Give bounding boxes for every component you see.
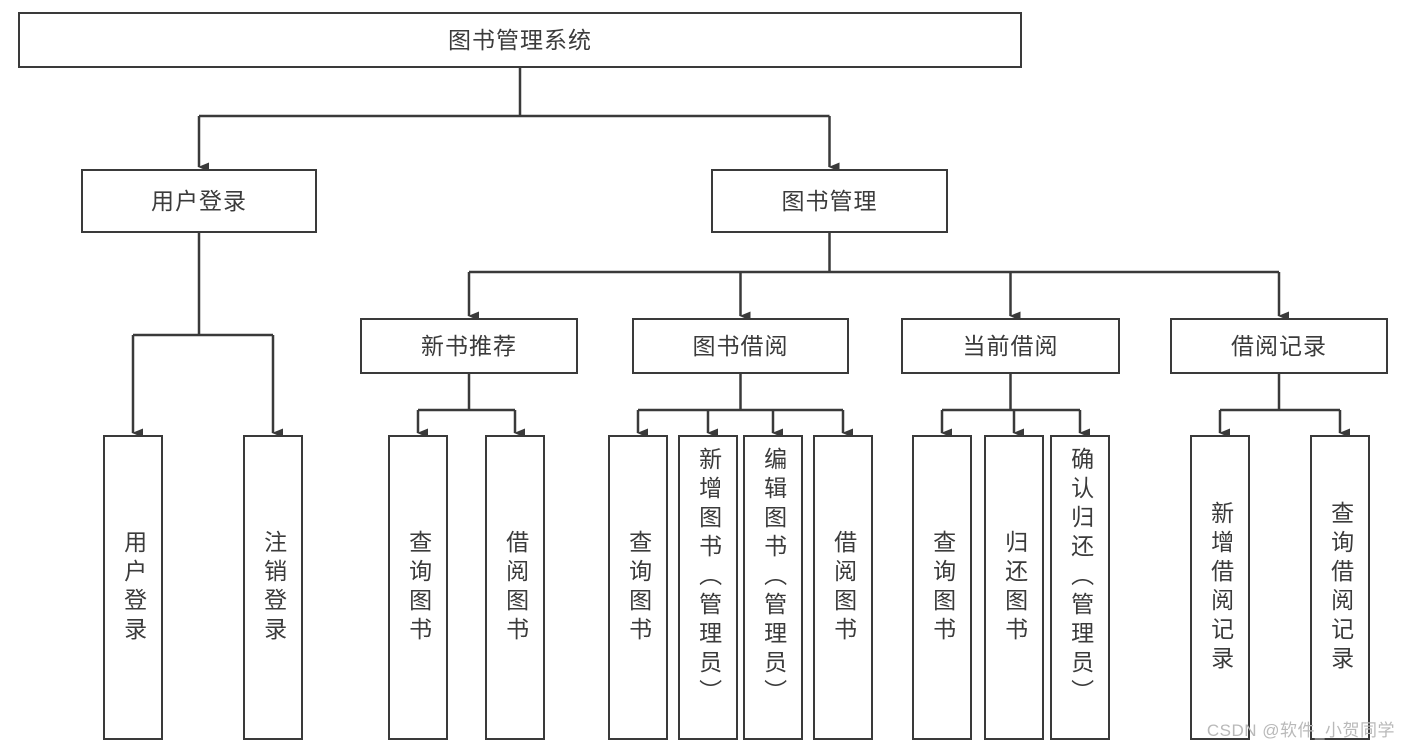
node-leaf[interactable]: 查询图书 — [608, 435, 668, 740]
node-leaf[interactable]: 查询图书 — [912, 435, 972, 740]
node-leaf-label: 借阅图书 — [502, 529, 529, 646]
node-leaf-label: 查询借阅记录 — [1327, 500, 1354, 675]
node-level2-book-management[interactable]: 图书管理 — [711, 169, 948, 233]
node-level2-user-login[interactable]: 用户登录 — [81, 169, 317, 233]
node-root[interactable]: 图书管理系统 — [18, 12, 1022, 68]
node-leaf[interactable]: 新增图书（管理员） — [678, 435, 738, 740]
node-leaf-label: 编辑图书（管理员） — [760, 447, 787, 708]
node-level2-user-login-label: 用户登录 — [151, 187, 247, 214]
node-leaf[interactable]: 确认归还（管理员） — [1050, 435, 1110, 740]
node-leaf[interactable]: 新增借阅记录 — [1190, 435, 1250, 740]
node-leaf[interactable]: 查询图书 — [388, 435, 448, 740]
node-level3-new-book-recommend-label: 新书推荐 — [421, 332, 517, 359]
node-leaf[interactable]: 编辑图书（管理员） — [743, 435, 803, 740]
node-leaf-label: 查询图书 — [625, 529, 652, 646]
node-level3-new-book-recommend[interactable]: 新书推荐 — [360, 318, 578, 374]
node-leaf[interactable]: 借阅图书 — [813, 435, 873, 740]
node-level2-book-management-label: 图书管理 — [781, 187, 878, 214]
node-root-label: 图书管理系统 — [448, 26, 592, 53]
node-leaf-label: 归还图书 — [1001, 529, 1028, 646]
node-leaf-label: 用户登录 — [120, 529, 147, 646]
node-leaf-label: 借阅图书 — [830, 529, 857, 646]
node-leaf[interactable]: 用户登录 — [103, 435, 163, 740]
node-leaf-label: 注销登录 — [260, 529, 287, 646]
node-leaf-label: 新增图书（管理员） — [695, 447, 722, 708]
node-leaf[interactable]: 查询借阅记录 — [1310, 435, 1370, 740]
node-leaf-label: 查询图书 — [405, 529, 432, 646]
node-leaf-label: 查询图书 — [929, 529, 956, 646]
node-leaf[interactable]: 归还图书 — [984, 435, 1044, 740]
node-leaf-label: 新增借阅记录 — [1207, 500, 1234, 675]
node-leaf-label: 确认归还（管理员） — [1067, 447, 1094, 708]
node-level3-book-borrow-label: 图书借阅 — [692, 332, 789, 359]
node-level3-current-borrow-label: 当前借阅 — [962, 332, 1059, 359]
node-leaf[interactable]: 借阅图书 — [485, 435, 545, 740]
connector-group — [131, 68, 1350, 438]
node-level3-book-borrow[interactable]: 图书借阅 — [632, 318, 849, 374]
node-level3-current-borrow[interactable]: 当前借阅 — [901, 318, 1120, 374]
node-leaf[interactable]: 注销登录 — [243, 435, 303, 740]
node-level3-borrow-record[interactable]: 借阅记录 — [1170, 318, 1388, 374]
node-level3-borrow-record-label: 借阅记录 — [1231, 332, 1327, 359]
